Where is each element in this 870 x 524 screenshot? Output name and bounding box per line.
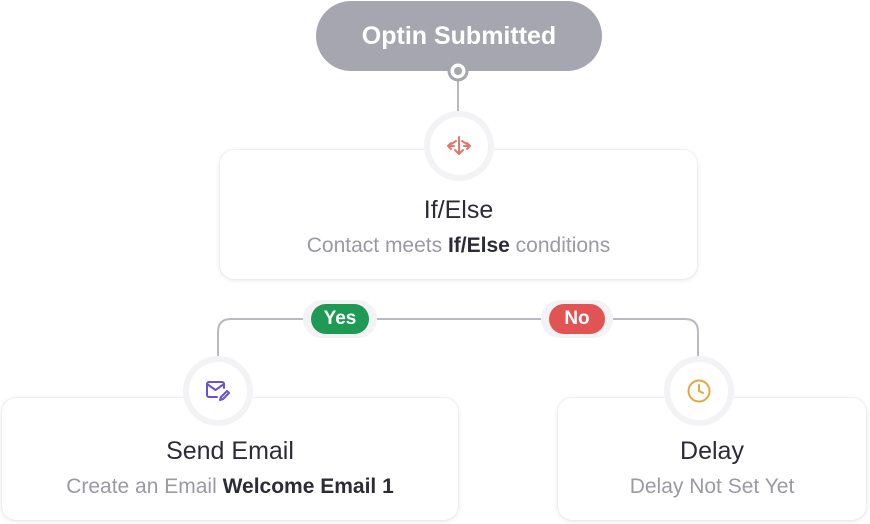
ifelse-subtitle: Contact meets If/Else conditions — [220, 233, 697, 259]
yes-branch-wrap: Yes — [303, 300, 377, 338]
delay-title: Delay — [680, 437, 744, 465]
no-branch-wrap: No — [541, 300, 613, 338]
trigger-label: Optin Submitted — [361, 21, 557, 50]
no-branch-label[interactable]: No — [549, 304, 605, 334]
yes-branch-label[interactable]: Yes — [311, 304, 369, 334]
send-email-node[interactable]: Send Email Create an Email Welcome Email… — [2, 398, 458, 520]
trigger-node[interactable]: Optin Submitted — [316, 1, 602, 71]
send-email-title: Send Email — [166, 437, 294, 465]
send-email-subtitle-prefix: Create an Email — [66, 475, 223, 498]
delay-node[interactable]: Delay Delay Not Set Yet — [558, 398, 866, 520]
send-email-subtitle: Create an Email Welcome Email 1 — [2, 474, 458, 500]
ifelse-title: If/Else — [423, 196, 494, 224]
delay-subtitle: Delay Not Set Yet — [629, 475, 795, 498]
ifelse-subtitle-bold: If/Else — [447, 234, 510, 257]
connector-port[interactable] — [447, 60, 469, 82]
clock-icon — [670, 362, 728, 420]
ifelse-subtitle-prefix: Contact meets — [306, 234, 448, 257]
ifelse-subtitle-suffix: conditions — [509, 234, 611, 257]
no-branch-connector — [613, 318, 699, 368]
email-edit-icon — [189, 362, 247, 420]
send-email-subtitle-bold: Welcome Email 1 — [222, 475, 394, 498]
split-arrows-icon — [430, 117, 488, 175]
ifelse-node[interactable]: If/Else Contact meets If/Else conditions — [220, 150, 697, 279]
yes-branch-connector — [217, 318, 303, 368]
